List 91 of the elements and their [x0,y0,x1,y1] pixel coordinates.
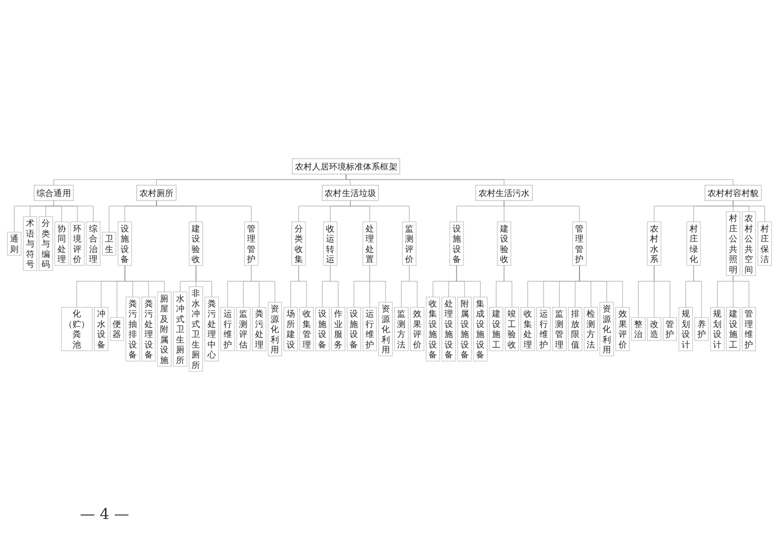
node-box: 水冲式卫生厕所 [173,292,188,366]
connector [732,200,765,222]
node-box: 农村公共空间 [742,211,756,276]
node-box: 设施设备 [450,222,464,266]
connector [732,275,750,308]
node-box: 农村村容村貌 [704,184,762,201]
node-box: 管理管护 [572,222,586,266]
node-box: 养护 [694,317,709,341]
node-box: 效果评价 [410,307,424,352]
node-box: 收集管理 [300,307,314,352]
node-box: 设施设备 [118,222,132,266]
connector [298,265,307,308]
node-box: 术语与符号 [23,216,38,271]
node-box: 建设施工 [726,307,740,352]
node-box: 粪污抽排设备 [126,296,140,362]
node-box: 管理维护 [742,307,756,352]
connector [156,200,252,222]
node-box: 改造 [647,317,662,341]
node-box: 运行维护 [362,307,377,352]
node-box: 运行维护 [220,307,235,352]
connector [456,265,481,298]
node-box: 分类收集 [292,222,306,266]
node-box: 综合治理 [86,222,100,266]
connector [330,265,338,308]
node-box: 卫生 [102,232,116,256]
connector [54,200,94,222]
node-box: 化（贮）粪池 [61,307,92,352]
node-box: 农村生活垃圾 [322,184,379,201]
node-box: 竣工验收 [504,307,519,352]
connector [409,265,418,308]
node-box: 运行维护 [536,307,551,352]
node-box: 监测管理 [552,307,566,352]
node-box: 集成设施设备 [473,296,488,362]
page-number: — 4 — [80,505,130,523]
node-box: 通则 [7,232,22,256]
node-box: 设施设备 [346,307,361,352]
node-box: 收集处理 [520,307,535,352]
node-box: 分类与编码 [38,216,53,271]
connector [693,265,702,318]
connector [350,200,410,222]
node-box: 监测评估 [236,307,250,352]
node-box: 处理设施设备 [442,296,456,362]
node-box: 排放限值 [568,307,582,352]
node-box: 资源化利用 [378,302,393,356]
node-box: 效果评价 [616,307,630,352]
node-box: 监测评价 [402,222,416,266]
connector [654,265,670,318]
connector [579,265,623,308]
node-box: 粪污处理设备 [142,296,156,362]
node-box: 厕屋及附属设施 [157,292,172,366]
connector [504,265,512,308]
connector [124,265,165,292]
node-box: 村庄保洁 [758,222,772,266]
node-box: 建设验收 [497,222,512,266]
node-box: 设施设备 [315,307,330,352]
node-box: 粪污处理中心 [204,296,219,362]
node-box: 建设施工 [489,307,504,352]
node-box: 收集设施设备 [426,296,440,362]
node-box: 粪污处理 [252,307,266,352]
node-box: 管理管护 [244,222,258,266]
node-box: 农村厕所 [136,184,176,201]
node-box: 整治 [631,317,646,341]
node-box: 收运转运 [323,222,338,266]
node-box: 规划设计 [710,307,724,352]
connector [370,265,386,302]
node-box: 村庄公共照明 [726,211,740,276]
connector [346,174,734,186]
node-box: 环境评价 [70,222,84,266]
node-box: 综合通用 [34,184,74,201]
node-box: 非水冲式卫生厕所 [188,286,203,372]
node-box: 村庄绿化 [686,222,701,266]
connector [251,265,276,302]
connector [196,265,212,298]
node-box: 处理处置 [362,222,377,266]
node-box: 资源化利用 [268,302,282,356]
node-box: 资源化利用 [600,302,614,356]
node-box: 规划设计 [678,307,693,352]
node-box: 附属设施设备 [458,296,472,362]
node-box: 检测方法 [584,307,598,352]
node-box: 场所建设 [284,307,298,352]
node-box: 监测方法 [394,307,408,352]
node-box: 便器 [110,317,124,341]
node-box: 农村水系 [647,222,662,266]
node-box: 建设验收 [188,222,203,266]
node-box: 冲水设备 [94,307,108,352]
node-box: 协同处理 [54,222,69,266]
node-box: 管护 [662,317,677,341]
node-box: 作业服务 [331,307,346,352]
node-box: 农村生活污水 [476,184,532,201]
connector [504,200,580,222]
node-box: 农村人居环境标准体系框架 [292,158,400,174]
